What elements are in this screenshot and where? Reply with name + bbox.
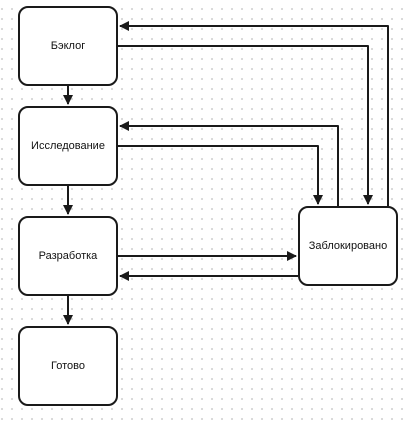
node-done[interactable]: Готово (18, 326, 118, 406)
node-blocked-label: Заблокировано (308, 240, 388, 252)
node-backlog-label: Бэклог (50, 40, 86, 52)
edge-blocked-to-research (119, 121, 339, 206)
node-development-label: Разработка (38, 250, 98, 262)
node-research[interactable]: Исследование (18, 106, 118, 186)
edge-research-to-blocked (118, 145, 323, 205)
node-done-label: Готово (51, 360, 85, 372)
node-blocked[interactable]: Заблокировано (298, 206, 398, 286)
edge-backlog-to-blocked (118, 45, 373, 205)
node-development[interactable]: Разработка (18, 216, 118, 296)
node-backlog[interactable]: Бэклог (18, 6, 118, 86)
edge-blocked-to-backlog (119, 21, 389, 206)
node-research-label: Исследование (31, 140, 105, 152)
